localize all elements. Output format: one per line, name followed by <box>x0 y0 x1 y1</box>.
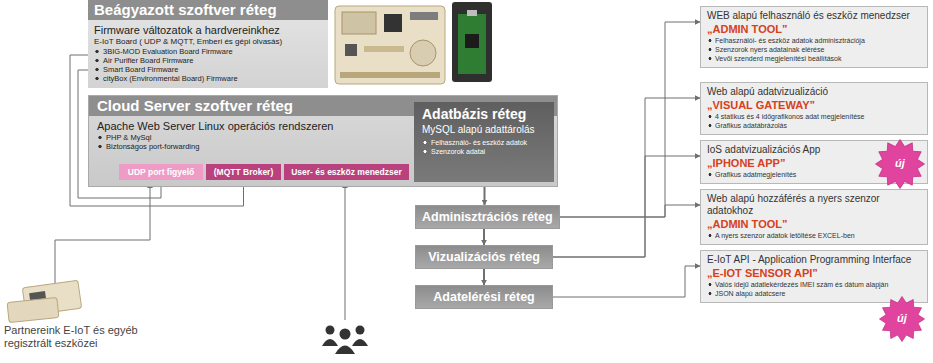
service-label: User- és eszköz menedzser <box>289 164 404 180</box>
people-icon <box>322 326 368 355</box>
bullet-item: Vevői szenderd megjelenítési beállítások <box>707 54 921 63</box>
bullet-item: Felhasználó- és eszköz adatok <box>422 138 546 147</box>
connector <box>483 229 485 245</box>
bullet-item: Smart Board Firmware <box>94 65 322 74</box>
bullet-item: cityBox (Environmental Board) Firmware <box>94 74 322 83</box>
product-name: „IPHONE APP” <box>707 156 921 170</box>
box-title: E-IoT API - Application Programming Inte… <box>707 254 921 266</box>
subtitle: Apache Web Server Linux operációs rendsz… <box>97 119 397 133</box>
board-photo <box>335 2 492 84</box>
star-shape <box>879 296 924 341</box>
product-name: „VISUAL GATEWAY” <box>707 98 921 112</box>
new-badge: új <box>875 157 925 170</box>
box-title: WEB alapú felhasználó és eszköz menedzse… <box>707 10 921 22</box>
layer-label: Vizualizációs réteg <box>422 246 546 268</box>
app-box: E-IoT API - Application Programming Inte… <box>700 250 928 303</box>
connector <box>553 266 700 297</box>
app-box: IoS adatvizualizációs App„IPHONE APP”Gra… <box>700 140 928 184</box>
service-box: User- és eszköz menedzser <box>284 164 409 180</box>
connector <box>483 269 485 285</box>
bullet-item: JSON alapú adatcsere <box>707 289 921 298</box>
user-wire <box>345 183 346 320</box>
bullet-item: 3BIG-MOD Evaluation Board Firmware <box>94 47 322 56</box>
layer-label: Adminisztrációs réteg <box>422 206 553 228</box>
app-box: Web alapú hozzáférés a nyers szenzor ada… <box>700 189 928 245</box>
box-title: Web alapú adatvizualizáció <box>707 86 921 98</box>
partner-boards <box>7 280 82 322</box>
bullet-item: Szenzorok adatai <box>422 147 546 156</box>
layer-box: Adminisztrációs réteg <box>415 205 560 229</box>
layer-box: Adatelérési réteg <box>415 285 553 309</box>
bullet-item: Valós idejű adatlekérdezés IMEI szám és … <box>707 280 921 289</box>
layer-title: Beágyazott szoftver réteg <box>94 0 322 20</box>
layer-box: Vizualizációs réteg <box>415 245 553 269</box>
bullet-item: Felhasználói- és eszköz adatok adminiszt… <box>707 36 921 45</box>
star-shape <box>876 140 925 189</box>
service-box: (MQTT Broker) <box>206 164 281 180</box>
bullet-item: Grafikus adatábrázolás <box>707 121 921 130</box>
bullet-item: Grafikus adatmegjelenítés <box>707 170 921 179</box>
layer-band: Beágyazott szoftver rétegFirmware változ… <box>88 0 328 88</box>
box-title: Web alapú hozzáférés a nyers szenzor ada… <box>707 193 921 217</box>
app-box: WEB alapú felhasználó és eszköz menedzse… <box>700 6 928 68</box>
note-text: E-IoT Board ( UDP & MQTT, Emberi és gépi… <box>94 37 322 47</box>
subtitle: MySQL alapú adattárolás <box>422 123 546 136</box>
connector <box>553 98 700 257</box>
bullet-item: Szenzorok nyers adatainak elérése <box>707 45 921 54</box>
product-name: „ADMIN TOOL” <box>707 22 921 36</box>
bullet-item: Air Purifier Board Firmware <box>94 56 322 65</box>
bullet-item: Biztonságos port-forwarding <box>97 142 406 151</box>
connector <box>553 156 700 257</box>
bullet-item: PHP & MySql <box>97 133 406 142</box>
server-box: Cloud Server szoftver rétegApache Web Se… <box>88 95 558 187</box>
app-box: Web alapú adatvizualizáció„VISUAL GATEWA… <box>700 82 928 135</box>
device-caption: Partnereink E-IoT és egyéb regisztrált e… <box>4 324 154 350</box>
service-label: UDP port figyelő <box>124 164 198 180</box>
layer-title: Adatbázis réteg <box>422 106 546 123</box>
connector <box>560 205 700 217</box>
product-name: „ADMIN TOOL” <box>707 217 921 231</box>
product-name: „E-IOT SENSOR API” <box>707 266 921 280</box>
database-box: Adatbázis rétegMySQL alapú adattárolásFe… <box>414 102 554 182</box>
service-label: (MQTT Broker) <box>211 164 276 180</box>
box-title: IoS adatvizualizációs App <box>707 144 921 156</box>
bullet-item: A nyers szenzor adatok letöltése EXCEL-b… <box>707 231 921 240</box>
service-box: UDP port figyelő <box>119 164 203 180</box>
partner-wire <box>55 183 150 283</box>
new-badge: új <box>879 312 925 325</box>
connector <box>560 22 700 217</box>
subtitle: Firmware változatok a hardvereinkhez <box>94 23 322 37</box>
layer-label: Adatelérési réteg <box>422 286 546 308</box>
bullet-item: 4 statikus és 4 időgrafikonos adat megje… <box>707 112 921 121</box>
